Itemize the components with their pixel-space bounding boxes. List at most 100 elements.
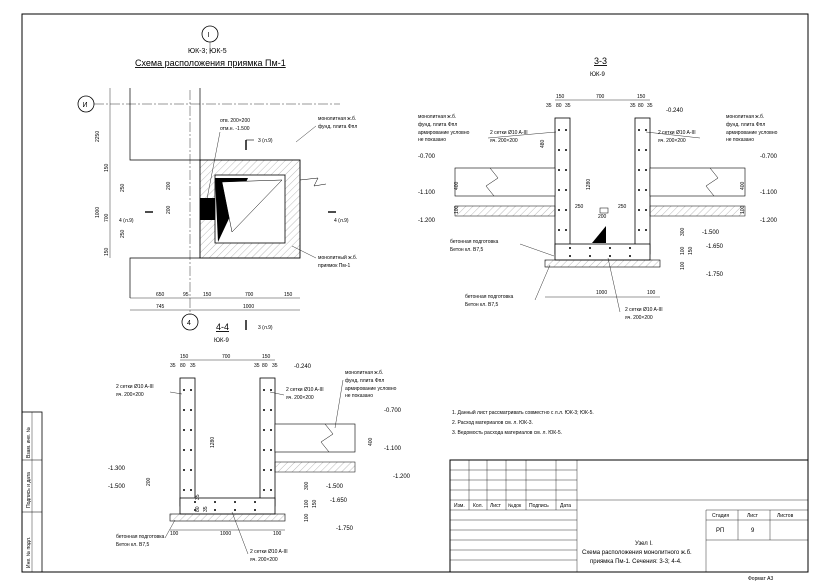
sec44-dim-80a: 80	[180, 363, 186, 369]
tb-desc-1: Узел I.	[635, 541, 653, 547]
sec44-dim-200: 200	[146, 477, 152, 486]
sec44-inner-1750: -1.750	[336, 526, 354, 532]
sec33-left-0700: -0.700	[418, 154, 436, 160]
sec44-dim-150: 150	[312, 499, 318, 508]
sec33-concrete-a-1: бетонная подготовка	[450, 239, 498, 245]
sec33-inner-1650: -1.650	[706, 244, 724, 250]
pit-label-1: монолитный ж.б.	[318, 254, 357, 261]
sec33-slab-l-3: армирование условно	[418, 130, 470, 136]
sec44-mesh-r-2: яч. 200×200	[286, 395, 314, 401]
sec44-dim-35a-v: 35	[195, 494, 201, 500]
sec44-dim-35b: 35	[190, 363, 196, 369]
sec44-dim-35a: 35	[170, 363, 176, 369]
sec33-dim-35a: 35	[546, 103, 552, 109]
sec33-dim-150: 150	[688, 246, 694, 255]
dim-150b: 150	[104, 247, 110, 256]
sec44-dim-35c: 35	[254, 363, 260, 369]
section-4-4: 4-4 ЮК-9 150 700 150 35 80 35 35 80 35	[108, 322, 411, 563]
sec33-right-1200: -1.200	[760, 218, 778, 224]
sec33-slab-l-2: фунд. плита Фпл	[418, 122, 457, 128]
node-refs: ЮК-3; ЮК-5	[188, 48, 227, 55]
sec44-dim-300: 300	[304, 481, 310, 490]
sec44-dim-80-v: 80	[195, 506, 201, 512]
dim-250a: 250	[120, 183, 126, 192]
tb-sheet-label: Лист	[747, 513, 759, 519]
sec44-dim-80b: 80	[262, 363, 268, 369]
dim-700b: 700	[245, 292, 254, 298]
tb-stage-label: Стадия	[712, 513, 729, 519]
format-label: Формат А3	[748, 576, 773, 582]
sec44-concrete-1: бетонная подготовка	[116, 534, 164, 540]
sec44-sub: ЮК-9	[214, 338, 230, 344]
sec33-inner-1750: -1.750	[706, 272, 724, 278]
sec33-dim-80a: 80	[556, 103, 562, 109]
sec44-slab-2: фунд. плита Фпл	[345, 378, 384, 384]
sec44-mesh-b-1: 2 сетки Ø10 A-III	[250, 549, 288, 555]
sec33-dim-1280: 1280	[586, 179, 592, 190]
sec33-dim-100a: 100	[680, 246, 686, 255]
sec33-dim-300: 300	[680, 227, 686, 236]
sec33-dim-80b: 80	[638, 103, 644, 109]
side-stamp: Взам. инв. № Подпись и дата Инв. № подл.	[21, 411, 43, 573]
opening-label-2: отм.н. -1.500	[220, 126, 250, 132]
sec33-elev-top: -0.240	[666, 108, 684, 114]
sec44-slab-1: монолитная ж.б.	[345, 370, 383, 376]
sec33-dim-100b: 100	[680, 261, 686, 270]
sec33-dim-250b: 250	[618, 204, 627, 210]
cut4-right-label: 4 (л.9)	[334, 218, 349, 224]
sec33-dim-200: 200	[598, 214, 607, 220]
sec44-dim-100c: 100	[170, 531, 179, 537]
sec33-mesh-l-1: 2 сетки Ø10 A-III	[490, 130, 528, 136]
sec44-right-1200: -1.200	[393, 474, 411, 480]
sec44-mesh-l-2: яч. 200×200	[116, 392, 144, 398]
sec33-concrete-b-2: Бетон кл. B7,5	[465, 302, 499, 308]
sec44-elev-top: -0.240	[294, 364, 312, 370]
sec33-slab-l-1: монолитная ж.б.	[418, 114, 456, 120]
dim-650: 650	[156, 292, 165, 298]
sec44-left-1300: -1.300	[108, 466, 126, 472]
dim-150a: 150	[104, 163, 110, 172]
sec33-concrete-b-1: бетонная подготовка	[465, 294, 513, 300]
dim-250b: 250	[120, 229, 126, 238]
sec44-mesh-b-2: яч. 200×200	[250, 557, 278, 563]
dim-1000: 1000	[95, 207, 101, 218]
sec44-right-1100: -1.100	[384, 446, 402, 452]
sec44-dim-100b: 100	[304, 513, 310, 522]
sec44-dim-1280: 1280	[210, 437, 216, 448]
sec44-dim-150b: 150	[262, 354, 271, 360]
sec44-slab-4: не показано	[345, 393, 373, 399]
tb-header-kol: Кол.	[473, 503, 483, 509]
sec33-slab-l-4: не показано	[418, 137, 446, 143]
sec33-mesh-b-2: яч. 200×200	[625, 315, 653, 321]
tb-header-date: Дата	[560, 503, 571, 509]
sec44-dim-100d: 100	[273, 531, 282, 537]
sec33-title: 3-3	[594, 56, 607, 66]
sec33-mesh-b-1: 2 сетки Ø10 A-III	[625, 307, 663, 313]
sec33-dim-700: 700	[596, 94, 605, 100]
stamp-label-inventory: Инв. № подл.	[26, 537, 32, 568]
axis-I-row-label: И	[83, 102, 88, 109]
stamp-label-signature: Подпись и дата	[26, 472, 32, 508]
sec44-dim-100a: 100	[304, 499, 310, 508]
sec33-dim-35c: 35	[630, 103, 636, 109]
sec33-slab-r-2: фунд. плита Фпл	[726, 122, 765, 128]
dim-200b: 200	[166, 205, 172, 214]
note-2: 2. Расход материалов см. л. ЮК-3.	[452, 420, 533, 426]
sec44-dim-1000: 1000	[220, 531, 231, 537]
sec33-sub: ЮК-9	[590, 72, 606, 78]
tb-desc-2: Схема расположения монолитного ж.б.	[582, 550, 692, 556]
cut4-left-label: 4 (л.9)	[119, 218, 134, 224]
sec44-inner-1500: -1.500	[326, 484, 344, 490]
sec33-left-1100: -1.100	[418, 190, 436, 196]
sec44-mesh-r-1: 2 сетки Ø10 A-III	[286, 387, 324, 393]
sec33-right-0700: -0.700	[760, 154, 778, 160]
sec33-mesh-l-2: яч. 200×200	[490, 138, 518, 144]
tb-header-izm: Изм.	[454, 503, 465, 509]
sec33-inner-1500: -1.500	[702, 230, 720, 236]
dim-745: 745	[156, 304, 165, 310]
sec33-slab-r-3: армирование условно	[726, 130, 778, 136]
sec44-dim-400: 400	[368, 437, 374, 446]
sec44-concrete-2: Бетон кл. B7,5	[116, 542, 150, 548]
tb-header-sign: Подпись	[529, 503, 549, 509]
